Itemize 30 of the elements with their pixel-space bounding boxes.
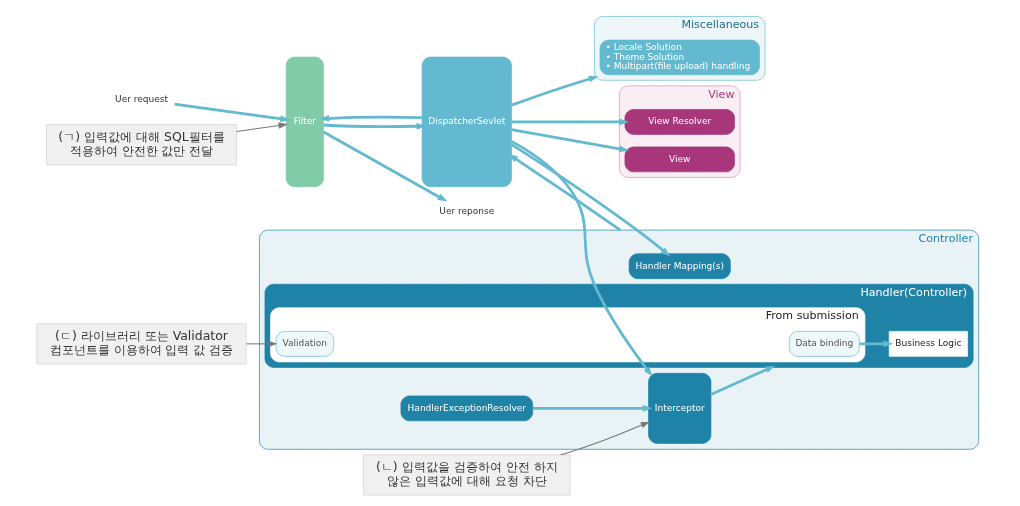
arrow: [235, 122, 288, 132]
arrow: [510, 140, 652, 377]
node-box: View: [624, 146, 735, 173]
node-box: (ㄴ) 입력값을 검증하여 안전 하지 않은 입력값에 대해 요청 차단: [362, 454, 570, 496]
arrow: [322, 130, 447, 202]
arrow: [510, 75, 598, 107]
node-box: DispatcherSevlet: [421, 56, 512, 188]
node-box: View Resolver: [624, 109, 735, 135]
node-box: Business Logic: [888, 331, 968, 357]
node-text: Uer reponse: [438, 206, 494, 217]
arrow: [532, 404, 653, 412]
arrow: [318, 115, 422, 122]
node-box: (ㄱ) 입력값에 대해 SQL필터를 적용하여 안전한 값만 전달: [45, 124, 237, 166]
node-text: Uer request: [114, 94, 168, 105]
arrow: [173, 102, 290, 123]
arrow: [510, 143, 670, 257]
arrow: [709, 365, 775, 396]
arrow: [859, 340, 893, 348]
node-box: Interceptor: [647, 373, 711, 444]
arrow: [510, 128, 629, 153]
node-box: Validation: [275, 331, 334, 357]
node-box: HandlerExceptionResolver: [400, 395, 533, 422]
node-box: Data binding: [788, 331, 860, 357]
node-box: Handler Mapping(s): [628, 253, 731, 279]
arrow: [559, 421, 650, 456]
node-box: • Locale Solution • Theme Solution • Multipart(file upload) handling: [599, 39, 760, 76]
node-box: Filter: [285, 56, 324, 188]
arrow: [245, 340, 277, 348]
node-box: (ㄷ) 라이브러리 또는 Validator 컴포넌트를 이용하여 입력 값 검증: [35, 323, 247, 365]
arrow: [511, 118, 629, 126]
